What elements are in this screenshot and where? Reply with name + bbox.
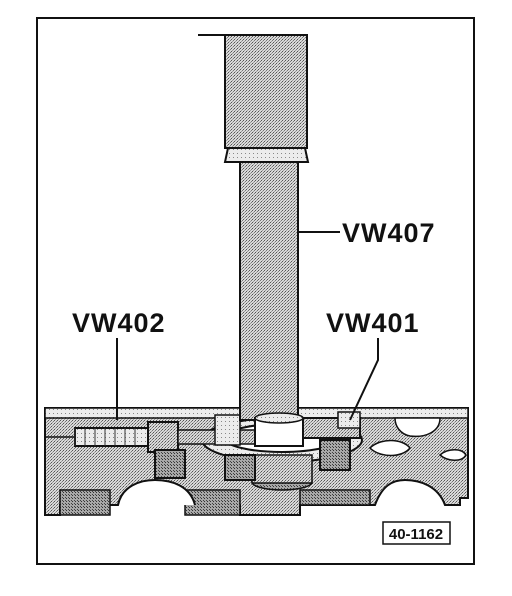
figure-number: 40-1162 [389, 526, 443, 543]
thrust-plate [224, 411, 361, 481]
figure-frame [36, 17, 475, 565]
label-vw407: VW407 [342, 218, 436, 248]
press-tube [198, 34, 310, 447]
label-vw402: VW402 [72, 308, 166, 338]
leader-lines [116, 231, 379, 421]
label-vw401: VW401 [326, 308, 420, 338]
puller-spindle [45, 414, 269, 479]
figure-number-box [382, 521, 451, 545]
